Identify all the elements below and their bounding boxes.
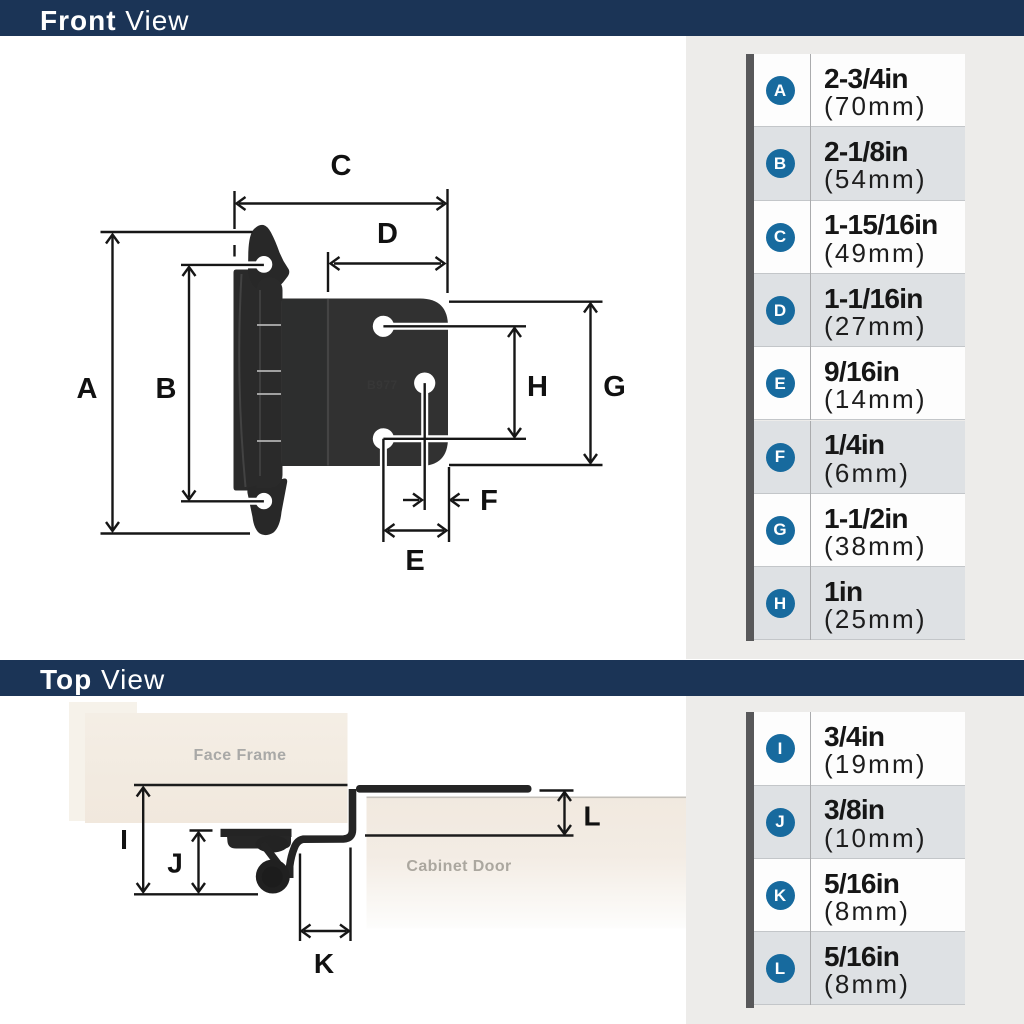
svg-text:G: G [603, 371, 626, 403]
svg-text:I: I [120, 824, 128, 855]
svg-text:E: E [405, 545, 424, 577]
svg-text:B977: B977 [367, 378, 398, 392]
svg-text:Cabinet Door: Cabinet Door [406, 858, 511, 875]
svg-text:J: J [167, 848, 183, 879]
svg-text:A: A [77, 373, 98, 405]
svg-text:C: C [331, 150, 352, 182]
svg-text:D: D [377, 218, 398, 250]
svg-text:B: B [156, 373, 177, 405]
svg-text:H: H [527, 371, 548, 403]
svg-text:K: K [314, 948, 334, 979]
svg-text:L: L [583, 801, 600, 832]
svg-text:F: F [480, 485, 498, 517]
svg-text:Face Frame: Face Frame [194, 747, 287, 764]
